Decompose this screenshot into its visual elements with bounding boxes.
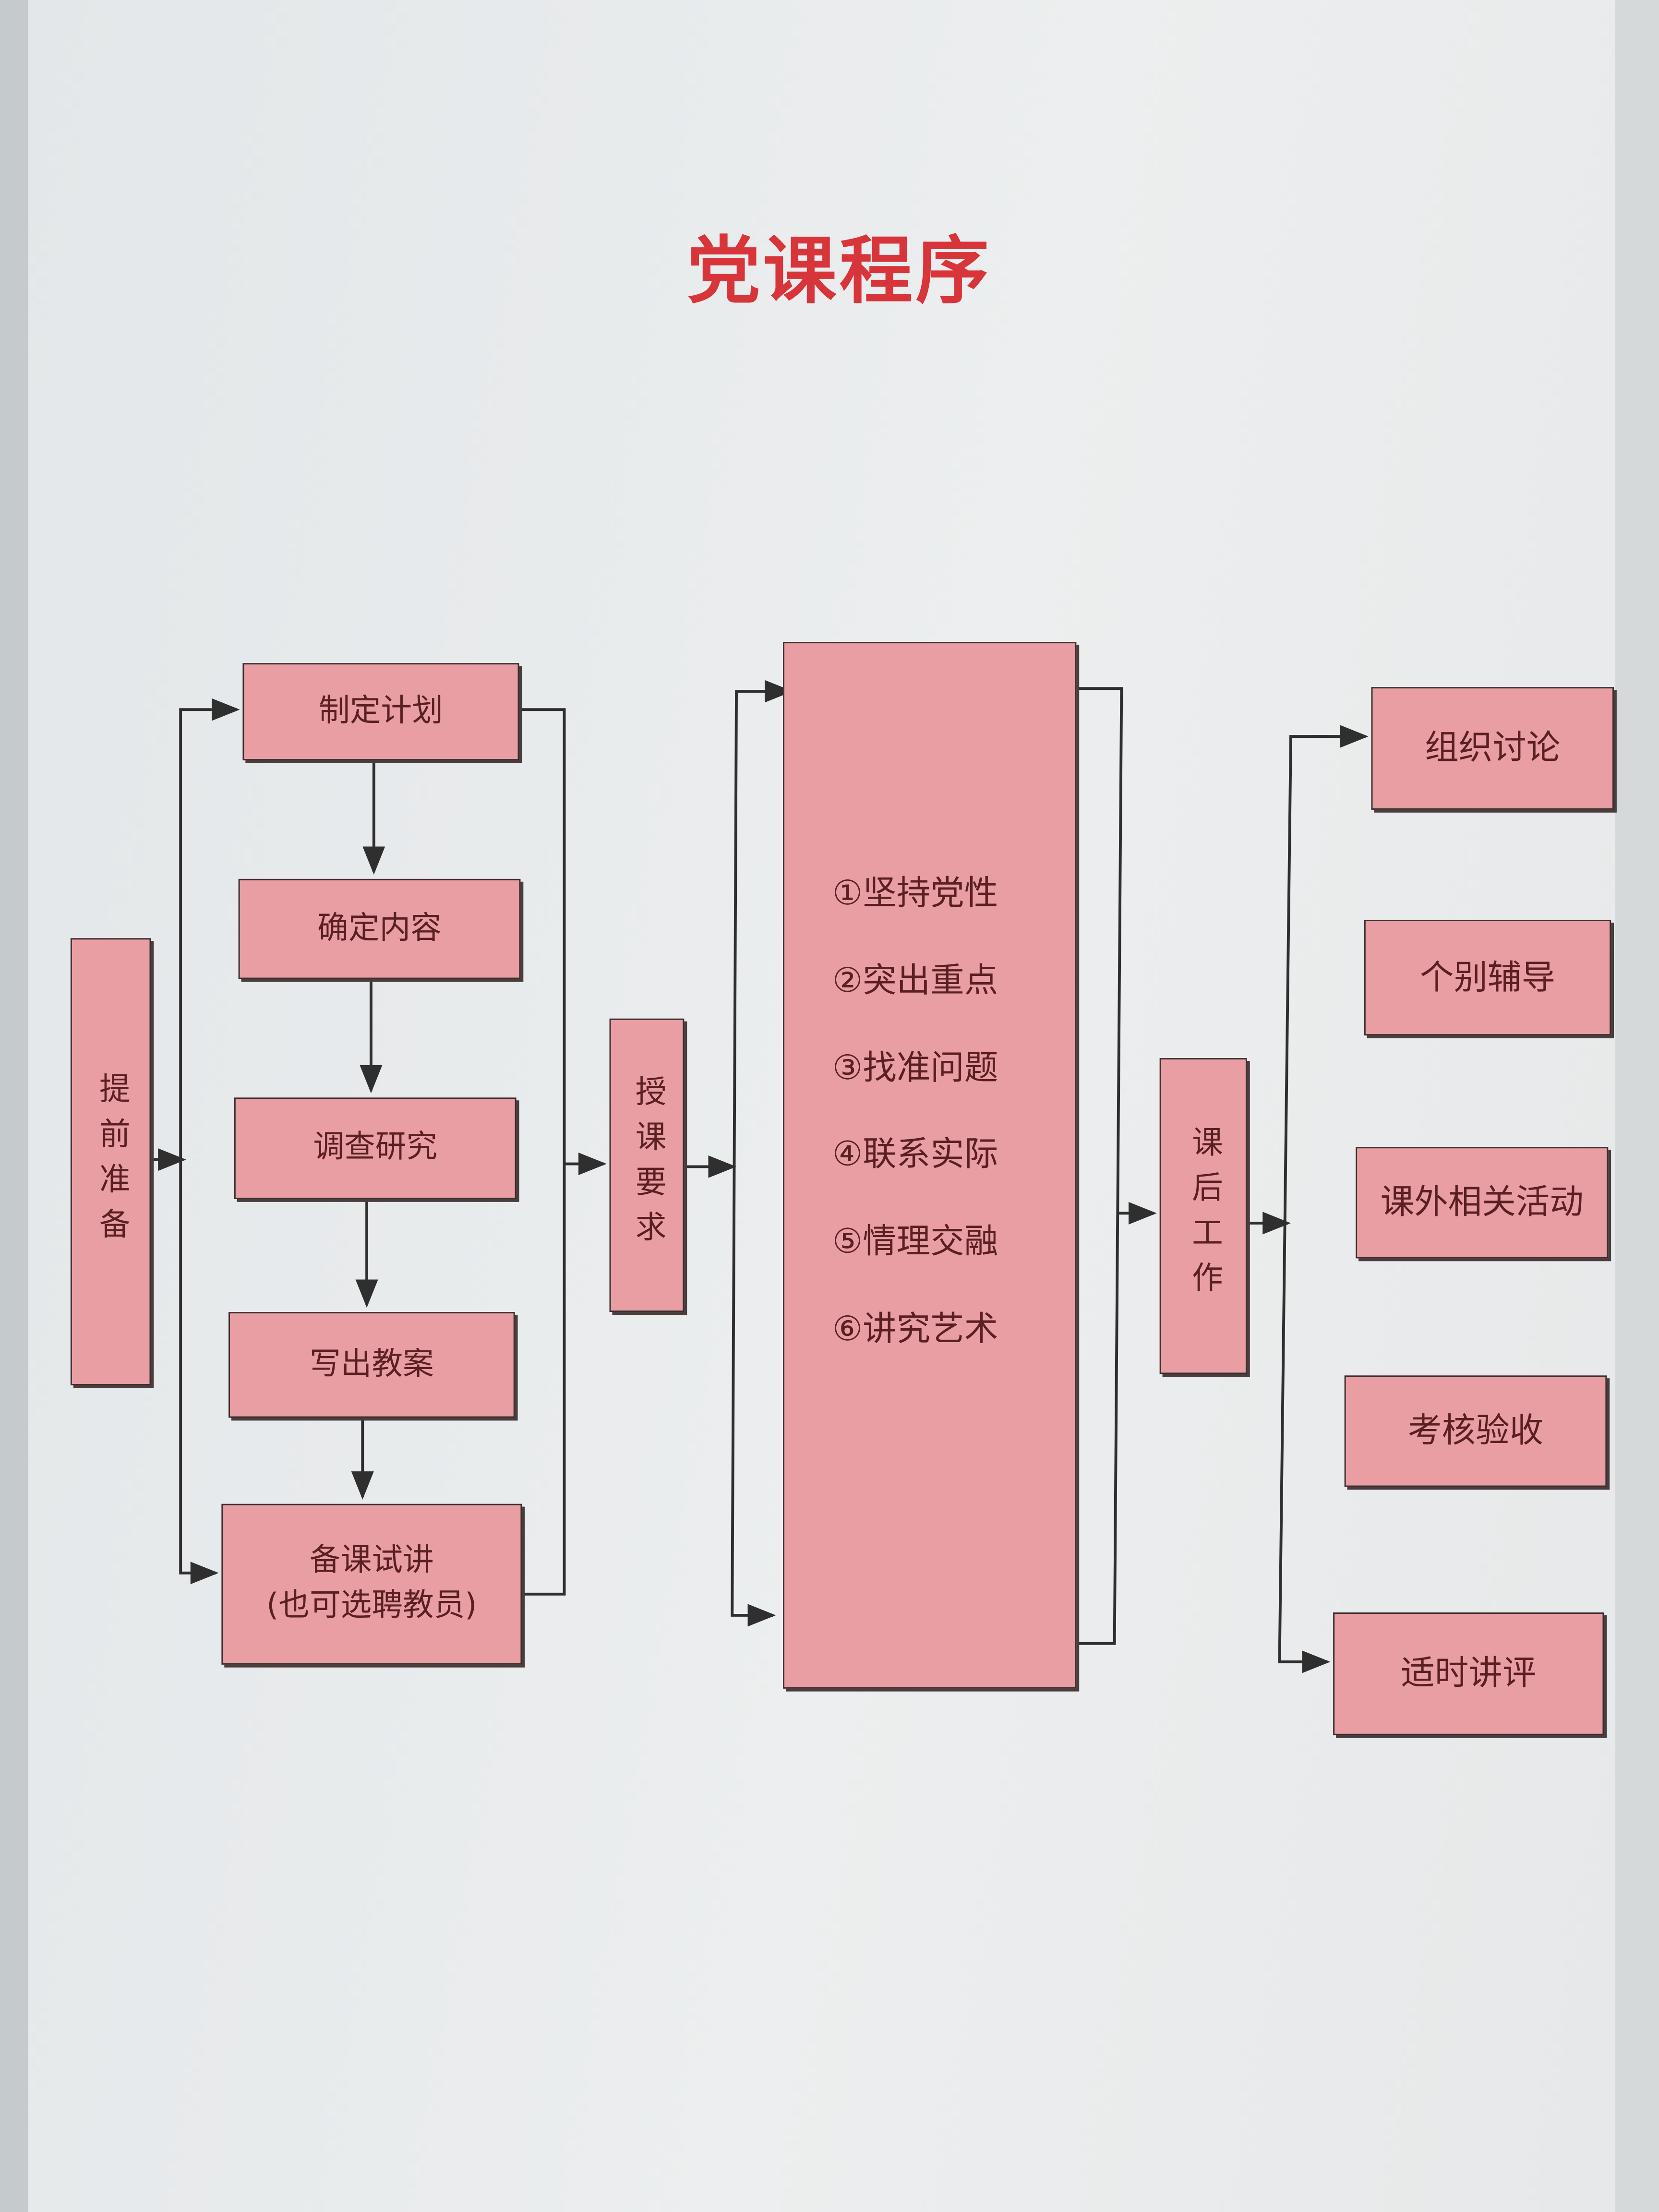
box-after-3: 课外相关活动 [1356,1147,1609,1259]
step-5-label: 备课试讲 [310,1543,434,1579]
book-left-edge [0,0,28,2212]
box-teaching: 授课要求 [609,1018,685,1312]
box-after-1: 组织讨论 [1371,687,1614,810]
left-bracket [179,708,212,1575]
box-after-2: 个别辅导 [1364,920,1611,1036]
box-after-5: 适时讲评 [1333,1612,1604,1735]
step-5-note: (也可选聘教员) [266,1588,477,1624]
teaching-item: ⑥讲究艺术 [832,1309,998,1349]
box-after: 课后工作 [1159,1058,1247,1374]
teaching-item: ②突出重点 [832,960,998,1000]
box-after-4: 考核验收 [1344,1375,1607,1487]
page-title: 党课程序 [687,228,992,315]
box-step-4: 写出教案 [228,1312,515,1418]
book-right-edge [1615,0,1659,2212]
box-teaching-items: ①坚持党性 ②突出重点 ③找准问题 ④联系实际 ⑤情理交融 ⑥讲究艺术 [783,642,1077,1689]
teaching-item: ③找准问题 [832,1047,998,1087]
bracket-teaching [731,690,776,1617]
box-step-1: 制定计划 [242,663,519,761]
teaching-item: ①坚持党性 [832,873,998,913]
box-step-2: 确定内容 [238,878,521,979]
box-step-3: 调查研究 [234,1097,517,1199]
box-prep: 提前准备 [70,938,151,1385]
bracket-teaching-out [1048,687,1123,1645]
box-step-5: 备课试讲 (也可选聘教员) [221,1503,522,1665]
bracket-after [1278,735,1326,1663]
teaching-item: ④联系实际 [832,1134,998,1175]
right-bracket-prep [516,708,566,1596]
teaching-item: ⑤情理交融 [832,1222,998,1262]
